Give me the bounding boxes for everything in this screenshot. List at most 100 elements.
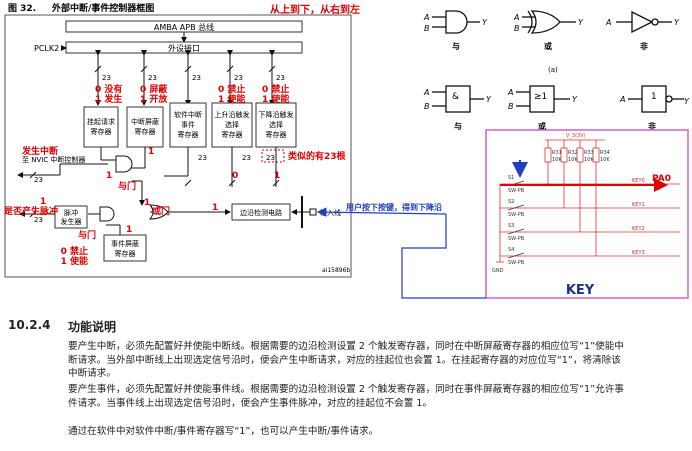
section-title: 功能说明 xyxy=(68,320,117,334)
paragraph-software: 通过在软件中对软件中断/事件寄存器写“1”，也可以产生中断/事件请求。 xyxy=(68,426,379,437)
svg-text:B: B xyxy=(514,24,520,33)
signal-level-labels: 1 1 1 1 0 1 1 1 xyxy=(40,147,280,235)
and-gate-note-2: 与门 xyxy=(78,229,96,241)
similar-23-note: 类似的有23根 xyxy=(288,150,347,162)
register-label: 寄存器 xyxy=(135,127,156,136)
event-mask-register xyxy=(103,234,147,262)
nvic-label: 至 NVIC 中断控制器 xyxy=(22,155,85,164)
svg-text:R33: R33 xyxy=(584,150,594,156)
register-annotations: 0 没有 1 发生 0 屏蔽 1 开放 0 禁止 1 使能 0 禁止 1 使能 xyxy=(95,83,289,105)
rise-annotation-0: 0 禁止 xyxy=(218,83,245,95)
svg-text:≥1: ≥1 xyxy=(534,92,547,102)
svg-text:A: A xyxy=(513,13,519,22)
register-label: 寄存器 xyxy=(222,130,243,139)
svg-text:A: A xyxy=(605,18,611,27)
gate-symbols-text: & ≥1 1 (a) xyxy=(452,66,657,102)
and-gate-event xyxy=(99,206,115,222)
pulse-generator xyxy=(54,205,88,229)
svg-text:A: A xyxy=(423,88,429,97)
svg-text:SW-PB: SW-PB xyxy=(508,260,525,266)
pending-annotation-1: 1 发生 xyxy=(95,93,122,105)
svg-text:(a): (a) xyxy=(548,66,558,74)
peripheral-interface-label: 外设接口 xyxy=(168,43,200,53)
svg-text:SW-PB: SW-PB xyxy=(508,236,525,242)
and-gate-symbol xyxy=(445,10,468,34)
register-label: 上升沿触发 xyxy=(215,110,250,119)
svg-text:10K: 10K xyxy=(568,157,578,163)
bus-tick xyxy=(272,179,280,187)
figure-number: 图 32. xyxy=(8,3,36,14)
svg-text:&: & xyxy=(452,92,459,102)
svg-text:非: 非 xyxy=(648,121,656,131)
bus-tick xyxy=(29,210,37,218)
figure-title: 外部中断/事件控制器框图 xyxy=(51,2,154,14)
event-mask-annotation-1: 1 使能 xyxy=(61,255,88,267)
rising-trigger-register xyxy=(211,102,253,148)
svg-text:1: 1 xyxy=(106,171,112,181)
edge-detect-circuit xyxy=(231,203,291,221)
svg-text:B: B xyxy=(424,24,430,33)
svg-text:Y: Y xyxy=(482,18,488,27)
svg-text:SW-PB: SW-PB xyxy=(508,188,525,194)
svg-text:KEY0: KEY0 xyxy=(632,178,645,184)
bus-width-label: 23 xyxy=(192,74,201,82)
reading-order-note: 从上到下，从右到左 xyxy=(270,3,360,16)
event-mask-annotation-0: 0 禁止 xyxy=(61,245,88,257)
svg-text:或: 或 xyxy=(538,121,546,131)
figure-canvas: 图 32. 外部中断/事件控制器框图 从上到下，从右到左 AMBA APB 总线… xyxy=(3,2,690,299)
register-bus-arrows xyxy=(94,50,276,106)
figure-frame xyxy=(4,14,352,278)
edge-detect-label: 边沿检测电路 xyxy=(240,208,282,217)
svg-text:S1: S1 xyxy=(508,175,514,181)
not-gate-symbol xyxy=(631,10,654,34)
pending-register xyxy=(83,106,119,148)
svg-text:A: A xyxy=(423,13,429,22)
bus-tick xyxy=(184,179,192,187)
paragraph-interrupt: 要产生中断，必须先配置好并使能中断线。根据需要的边沿检测设置 2 个触发寄存器，… xyxy=(68,341,624,379)
bus-width-label: 23 xyxy=(102,74,111,82)
svg-text:1: 1 xyxy=(651,92,657,102)
svg-text:A: A xyxy=(619,95,625,104)
svg-text:10K: 10K xyxy=(600,157,610,163)
input-line-marker xyxy=(309,208,317,216)
svg-text:1: 1 xyxy=(212,203,218,213)
pclk2-label: PCLK2 xyxy=(34,44,59,53)
svg-text:R34: R34 xyxy=(600,150,610,156)
resistors xyxy=(544,147,600,163)
bus-tick xyxy=(228,179,236,187)
bus-width-label: 23 xyxy=(34,176,43,184)
svg-text:B: B xyxy=(424,102,430,111)
svg-text:Y: Y xyxy=(572,95,578,104)
interrupt-mask-register xyxy=(126,106,164,148)
svg-text:Y: Y xyxy=(674,18,680,27)
key-to-input-arrows xyxy=(316,207,486,299)
or-gate-symbol xyxy=(530,10,561,34)
bus-width-label: 23 xyxy=(148,74,157,82)
svg-text:KEY1: KEY1 xyxy=(632,202,645,208)
register-row: 挂起请求 寄存器 中断屏蔽 寄存器 软件中断 事件 寄存器 上升沿触发 选择 寄… xyxy=(83,102,297,148)
section-number: 10.2.4 xyxy=(8,318,51,332)
svg-text:SW-PB: SW-PB xyxy=(508,212,525,218)
svg-text:R32: R32 xyxy=(568,150,578,156)
svg-text:与: 与 xyxy=(454,121,462,131)
svg-text:10K: 10K xyxy=(584,157,594,163)
register-label: 寄存器 xyxy=(266,130,287,139)
bus-width-label: 23 xyxy=(198,154,207,162)
event-mask-label: 事件屏蔽 xyxy=(111,239,139,248)
or-gate xyxy=(148,204,169,220)
apb-bus-label: AMBA APB 总线 xyxy=(154,22,214,32)
or-gate-ieee xyxy=(529,85,555,113)
fall-annotation-1: 1 使能 xyxy=(262,93,289,105)
svg-text:与: 与 xyxy=(452,41,460,51)
svg-text:或: 或 xyxy=(544,41,552,51)
register-label: 寄存器 xyxy=(91,127,112,136)
pulse-generator-label: 脉冲 xyxy=(64,208,78,217)
svg-text:KEY3: KEY3 xyxy=(632,250,645,256)
svg-text:Y: Y xyxy=(578,18,584,27)
svg-text:非: 非 xyxy=(640,41,648,51)
svg-text:S4: S4 xyxy=(508,247,514,253)
svg-text:S2: S2 xyxy=(508,199,514,205)
svg-text:1: 1 xyxy=(148,147,154,157)
pulse-question-note: 是否产生脉冲 xyxy=(3,205,58,217)
svg-text:1: 1 xyxy=(126,225,132,235)
